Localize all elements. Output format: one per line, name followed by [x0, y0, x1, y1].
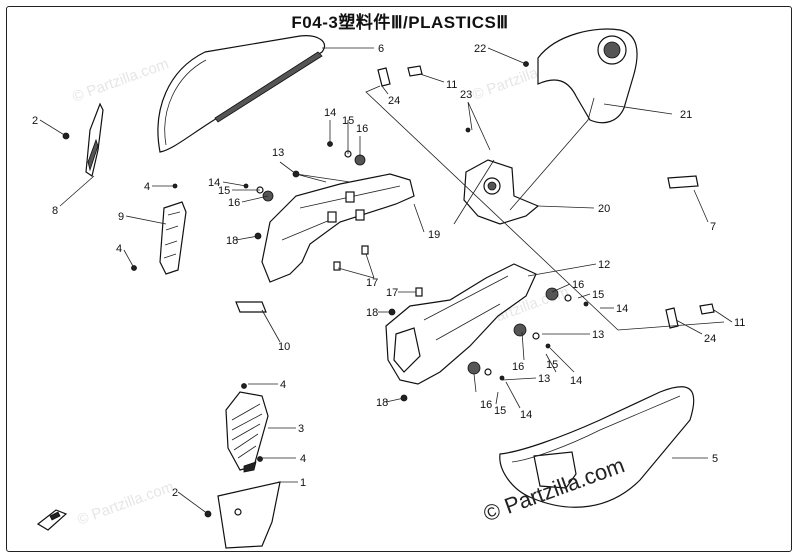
part-8-trim[interactable] [85, 102, 104, 177]
callout-label: 18 [376, 397, 388, 409]
callout-label: 4 [116, 243, 122, 255]
callout-label: 16 [480, 399, 492, 411]
part-21-tank-cover[interactable] [537, 28, 638, 124]
part-19-frame[interactable] [261, 173, 415, 283]
part-12-frame[interactable] [385, 263, 537, 385]
callout-label: 3 [298, 423, 304, 435]
callout-label: 2 [32, 115, 38, 127]
callout-label: 13 [272, 147, 284, 159]
callout-label: 13 [538, 373, 550, 385]
callout-label: 2 [172, 487, 178, 499]
callout-label: 22 [474, 43, 486, 55]
callout-labels: 1 2 2 3 4 4 4 4 5 6 7 8 9 10 11 11 12 13… [32, 43, 745, 499]
callout-label: 17 [386, 287, 398, 299]
callout-label: 19 [428, 229, 440, 241]
part-6-side-cover[interactable] [157, 35, 326, 153]
callout-label: 4 [144, 181, 150, 193]
callout-label: 16 [572, 279, 584, 291]
callout-label: 4 [280, 379, 286, 391]
part-11-nut-upper[interactable] [407, 65, 423, 77]
callout-label: 11 [446, 79, 457, 91]
callout-label: 16 [228, 197, 240, 209]
callout-label: 18 [366, 307, 378, 319]
part-20-housing[interactable] [463, 159, 540, 225]
callout-label: 16 [356, 123, 368, 135]
callout-label: 6 [378, 43, 384, 55]
callout-label: 5 [712, 453, 718, 465]
callout-label: 14 [208, 177, 220, 189]
callout-label: 16 [512, 361, 524, 373]
front-direction-icon [36, 509, 68, 531]
callout-label: 15 [218, 185, 230, 197]
part-5-side-cover[interactable] [499, 386, 695, 508]
callout-label: 12 [598, 259, 610, 271]
diagram-frame [6, 6, 792, 552]
callout-label: 15 [592, 289, 604, 301]
callout-label: 4 [300, 453, 306, 465]
callout-label: 9 [118, 211, 124, 223]
diagram-title: F04-3塑料件Ⅲ/PLASTICSⅢ [291, 13, 509, 32]
part-24-clip-upper[interactable] [377, 67, 391, 87]
part-10-pad[interactable] [235, 301, 267, 313]
callout-label: 15 [494, 405, 506, 417]
callout-label: 24 [704, 333, 716, 345]
part-11-nut-lower[interactable] [699, 303, 715, 315]
callout-label: 24 [388, 95, 400, 107]
callout-label: 15 [342, 115, 354, 127]
callout-label: 14 [324, 107, 336, 119]
callout-label: 20 [598, 203, 610, 215]
callout-label: 11 [734, 317, 745, 329]
callout-label: 17 [366, 277, 378, 289]
callout-label: 13 [592, 329, 604, 341]
part-9-bracket[interactable] [159, 201, 187, 275]
callout-label: 14 [570, 375, 582, 387]
callout-label: 23 [460, 89, 472, 101]
callout-label: 21 [680, 109, 692, 121]
callout-label: 8 [52, 205, 58, 217]
part-7-pad[interactable] [667, 175, 699, 189]
callout-label: 18 [226, 235, 238, 247]
callout-label: 10 [278, 341, 290, 353]
part-24-clip-lower[interactable] [665, 307, 679, 329]
callout-label: 7 [710, 221, 716, 233]
callout-label: 1 [300, 477, 306, 489]
callout-label: 14 [616, 303, 628, 315]
part-1-lower-panel[interactable] [217, 481, 281, 549]
callout-label: 14 [520, 409, 532, 421]
callout-label: 15 [546, 359, 558, 371]
part-3-vent[interactable] [225, 391, 269, 473]
leader-lines [39, 47, 733, 515]
